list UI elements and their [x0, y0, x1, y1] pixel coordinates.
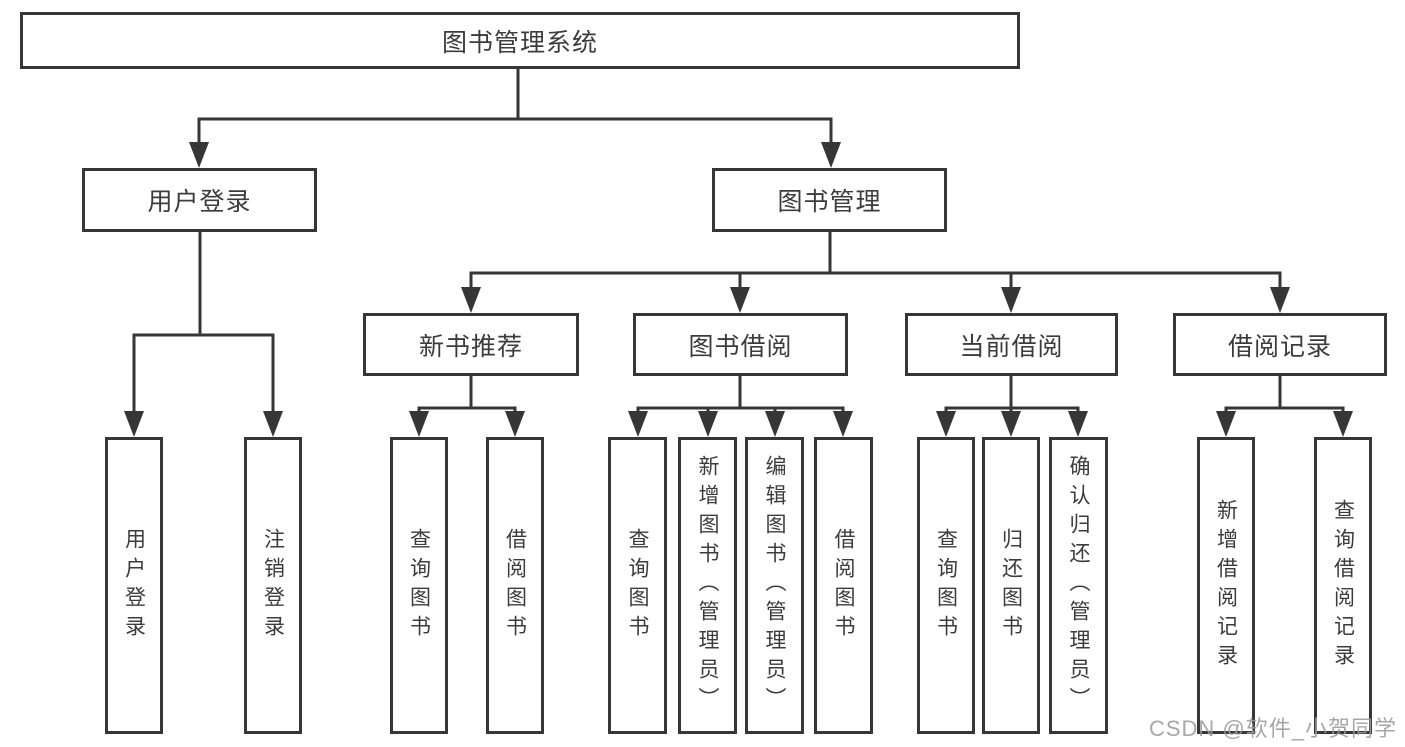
- connector-book-management-branch: [461, 230, 1290, 313]
- leaf-logout-label: 注销登录: [261, 527, 285, 644]
- leaf-user-login-label: 用户登录: [122, 527, 146, 644]
- leaf-borrow-edit-admin: 编辑图书（管理员）: [745, 437, 804, 734]
- leaf-current-return: 归还图书: [982, 437, 1040, 734]
- connector-root-branch: [189, 66, 841, 168]
- connector-new-book-group: [409, 374, 525, 437]
- node-user-login: 用户登录: [82, 168, 317, 232]
- connector-current-borrow-group: [936, 374, 1088, 437]
- leaf-borrow-add-admin-label: 新增图书（管理员）: [696, 455, 719, 716]
- leaf-records-query-label: 查询借阅记录: [1331, 498, 1355, 673]
- leaf-borrow-query-label: 查询图书: [626, 527, 649, 644]
- leaf-borrow-query: 查询图书: [608, 437, 667, 734]
- node-current-borrow: 当前借阅: [905, 313, 1118, 376]
- leaf-logout: 注销登录: [244, 437, 302, 734]
- leaf-current-return-label: 归还图书: [999, 527, 1023, 644]
- leaf-records-query: 查询借阅记录: [1314, 437, 1372, 734]
- node-book-borrow: 图书借阅: [633, 313, 848, 376]
- leaf-newbook-borrow-label: 借阅图书: [503, 527, 527, 644]
- leaf-borrow-book: 借阅图书: [814, 437, 873, 734]
- connector-user-login-branch: [124, 230, 283, 437]
- leaf-current-confirm-admin-label: 确认归还（管理员）: [1067, 455, 1090, 716]
- csdn-watermark: CSDN @软件_小贺同学: [1148, 716, 1397, 741]
- leaf-records-add-label: 新增借阅记录: [1214, 498, 1238, 673]
- leaf-borrow-book-label: 借阅图书: [832, 527, 855, 644]
- node-new-book-recommend: 新书推荐: [363, 313, 579, 376]
- leaf-borrow-add-admin: 新增图书（管理员）: [678, 437, 737, 734]
- leaf-records-add: 新增借阅记录: [1197, 437, 1255, 734]
- leaf-newbook-query-label: 查询图书: [407, 527, 431, 644]
- leaf-newbook-borrow: 借阅图书: [486, 437, 544, 734]
- leaf-current-query-label: 查询图书: [934, 527, 958, 644]
- leaf-user-login: 用户登录: [105, 437, 163, 734]
- connector-book-borrow-group: [628, 374, 853, 437]
- node-book-management: 图书管理: [712, 168, 947, 232]
- node-borrow-records: 借阅记录: [1173, 313, 1387, 376]
- node-root: 图书管理系统: [20, 12, 1020, 69]
- leaf-current-confirm-admin: 确认归还（管理员）: [1049, 437, 1108, 734]
- leaf-current-query: 查询图书: [917, 437, 975, 734]
- leaf-borrow-edit-admin-label: 编辑图书（管理员）: [763, 455, 786, 716]
- connector-borrow-records-group: [1216, 374, 1353, 437]
- leaf-newbook-query: 查询图书: [390, 437, 448, 734]
